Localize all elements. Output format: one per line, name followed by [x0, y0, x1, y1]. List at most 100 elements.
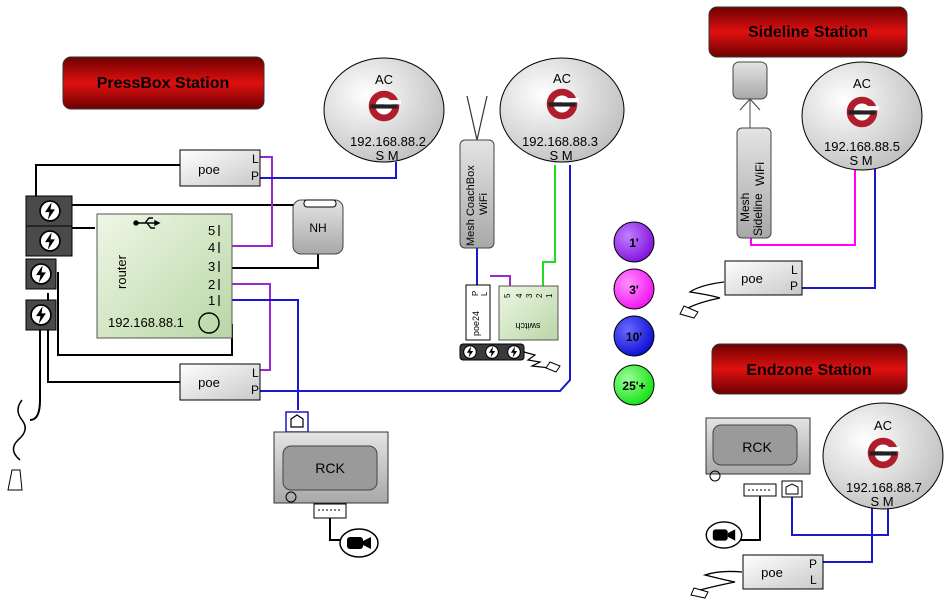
ap-ip: 192.168.88.7 [846, 480, 922, 495]
camera-icon [705, 521, 743, 549]
rck-label: RCK [315, 460, 345, 476]
access-point-4: AC 192.168.88.7 S M [822, 402, 944, 510]
legend-swatch-10ft [613, 315, 655, 357]
mesh-coachbox-line2: WiFi [478, 193, 490, 215]
nh-device: NH [292, 199, 344, 255]
plug-icon [690, 587, 709, 599]
hdmi-port-icon [313, 503, 347, 519]
lightning-icon [39, 200, 61, 222]
endzone-station-banner: Endzone Station [711, 343, 908, 395]
rck-power-jack [709, 470, 721, 482]
mesh-sideline-line1: Mesh [738, 193, 752, 222]
legend-label-3ft: 3' [629, 283, 639, 297]
mesh-sideline-line2: Sideline [751, 193, 765, 236]
legend-label-1ft: 1' [629, 236, 639, 250]
poe-port-l: L [252, 366, 259, 380]
plug-icon [7, 469, 23, 491]
legend-swatch-1ft [613, 221, 655, 263]
mesh-coachbox-wifi: Mesh CoachBox WiFi [459, 95, 495, 249]
antenna-icon [739, 98, 761, 128]
ap-label: AC [853, 76, 871, 91]
ethernet-jack-icon [781, 480, 803, 498]
poe-port-p: P [251, 169, 259, 183]
nh-label: NH [309, 221, 326, 235]
ap-ports: S M [870, 494, 893, 509]
poe-injector-sideline: poe L P [679, 260, 803, 319]
endzone-station-title: Endzone Station [746, 362, 871, 379]
ap-ip: 192.168.88.2 [350, 134, 426, 149]
coiled-cord [12, 399, 26, 461]
switch-port-5: 5 [503, 293, 512, 298]
ap-label: AC [375, 72, 393, 87]
ap-ports: S M [549, 148, 572, 163]
rck-power-jack [285, 491, 297, 503]
poe-port-p: P [251, 383, 259, 397]
router: router 5 4 3 2 1 192.168.88.1 [96, 213, 233, 339]
legend-swatch-25ft [613, 364, 655, 406]
poe-port-p: P [809, 557, 817, 571]
access-point-1: AC 192.168.88.2 S M [323, 57, 445, 163]
lightning-icon [507, 345, 521, 359]
usb-icon [133, 217, 161, 229]
plug-icon [545, 361, 561, 373]
coachbox-power-strip [459, 343, 561, 373]
sideline-station-title: Sideline Station [748, 24, 868, 41]
poe24-port-l: L [480, 291, 489, 296]
poe-port-l: L [810, 573, 817, 587]
access-point-3: AC 192.168.88.5 S M [801, 61, 923, 171]
poe-label: poe [761, 565, 783, 580]
rck-label: RCK [742, 439, 772, 455]
poe24-label: poe24 [471, 311, 481, 336]
pressbox-station-title: PressBox Station [97, 75, 229, 92]
lightning-icon [30, 304, 52, 326]
mesh-sideline-line3: WiFi [753, 162, 767, 186]
poe-port-l: L [791, 263, 798, 277]
switch-port-3: 3 [525, 293, 534, 298]
switch-port-4: 4 [515, 293, 524, 298]
ap-ports: S M [849, 153, 872, 168]
router-ip: 192.168.88.1 [108, 315, 184, 330]
ap-label: AC [553, 71, 571, 86]
rck-endzone: RCK [705, 417, 811, 549]
power-strip [7, 195, 73, 491]
sideline-station-banner: Sideline Station [708, 6, 908, 58]
poe24: poe24 P L [465, 284, 491, 341]
legend-swatch-3ft [613, 268, 655, 310]
camera-icon [339, 528, 379, 558]
plug-icon [679, 305, 699, 319]
ap-label: AC [874, 418, 892, 433]
legend-label-25ft: 25'+ [622, 379, 645, 393]
coiled-cord [687, 281, 725, 309]
coiled-cord [523, 351, 551, 369]
pressbox-station-banner: PressBox Station [62, 56, 265, 110]
sideline-antenna-box [732, 61, 768, 100]
switch-label: switch [515, 321, 540, 331]
ap-ports: S M [375, 148, 398, 163]
cable-length-legend: 1' 3' 10' 25'+ [613, 221, 655, 406]
ap-ip: 192.168.88.3 [522, 134, 598, 149]
poe-label: poe [198, 375, 220, 390]
lightning-icon [463, 345, 477, 359]
rck-pressbox: RCK [273, 411, 389, 558]
lightning-icon [39, 230, 61, 252]
router-port-5: 5 [208, 223, 215, 238]
access-point-2: AC 192.168.88.3 S M [499, 57, 625, 163]
coiled-cord [699, 570, 743, 591]
poe-injector-endzone: poe P L [690, 554, 824, 599]
router-port-1: 1 [208, 293, 215, 308]
switch-port-2: 2 [535, 293, 544, 298]
network-switch: 5 4 3 2 1 switch [498, 285, 559, 341]
poe24-port-p: P [471, 291, 480, 296]
router-port-3: 3 [208, 259, 215, 274]
legend-label-10ft: 10' [626, 330, 642, 344]
router-port-4: 4 [208, 240, 215, 255]
poe-port-l: L [252, 152, 259, 166]
lightning-icon [30, 263, 52, 285]
ap-ip: 192.168.88.5 [824, 139, 900, 154]
antenna-icon [466, 95, 488, 141]
router-label: router [114, 254, 129, 289]
mesh-sideline-wifi: Mesh Sideline WiFi [732, 61, 772, 239]
poe-label: poe [198, 162, 220, 177]
poe-port-p: P [790, 279, 798, 293]
